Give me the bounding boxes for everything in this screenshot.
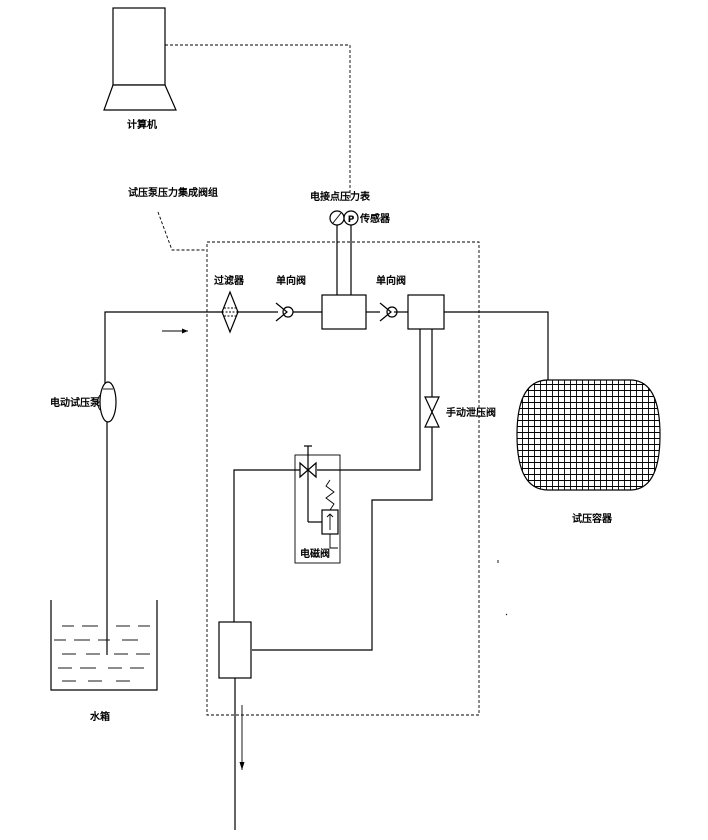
pipe-solenoid-to-return — [233, 469, 300, 622]
manual-relief-valve — [424, 396, 440, 428]
solenoid-valve-boundary — [294, 454, 341, 564]
electric-pump-label: 电动试压泵 — [50, 396, 101, 409]
pressure-gauge — [329, 210, 345, 226]
pump-body — [99, 381, 117, 423]
signal-line-computer — [165, 44, 351, 198]
pipe-manual-valve-to-return — [252, 427, 433, 651]
water-surface — [54, 625, 150, 682]
check-valve-1 — [275, 302, 294, 322]
check-valve-2-label: 单向阀 — [376, 274, 406, 287]
flow-arrow — [162, 328, 188, 334]
solenoid-valve — [299, 445, 339, 549]
integrated-block-label: 试压泵压力集成阀组 — [128, 186, 218, 199]
electric-test-pump — [96, 381, 117, 423]
valve-block — [321, 294, 367, 330]
computer-monitor — [112, 7, 166, 86]
test-vessel — [516, 379, 661, 491]
water-tank-label: 水箱 — [89, 710, 110, 723]
drain-arrow — [239, 705, 245, 770]
filter — [221, 290, 239, 334]
sensor-symbol: P — [348, 215, 355, 225]
check-valve-2 — [379, 302, 398, 322]
filter-label: 过滤器 — [214, 274, 245, 287]
pressure-sensor: P — [343, 210, 359, 226]
manual-valve-label: 手动泄压阀 — [446, 406, 496, 419]
gauge-needle — [332, 212, 342, 224]
sensor-label: 传感器 — [359, 212, 391, 225]
integrated-block-boundary — [206, 241, 480, 716]
computer-label: 计算机 — [127, 118, 157, 131]
computer-base — [103, 84, 177, 111]
contact-gauge-label: 电接点压力表 — [310, 190, 371, 203]
check-valve-1-label: 单向阀 — [276, 274, 306, 287]
junction-block — [407, 294, 445, 330]
solenoid-valve-label: 电磁阀 — [300, 547, 330, 560]
test-vessel-label: 试压容器 — [572, 512, 613, 525]
integrated-block-leader — [157, 211, 207, 251]
drain-block — [218, 621, 252, 679]
pipe-to-vessel — [444, 311, 549, 380]
computer — [103, 7, 177, 111]
pipe-junction-to-solenoid — [317, 329, 421, 471]
stray-mark — [505, 613, 508, 616]
water-tank — [50, 600, 158, 691]
pipe-pump-to-filter — [104, 311, 222, 385]
